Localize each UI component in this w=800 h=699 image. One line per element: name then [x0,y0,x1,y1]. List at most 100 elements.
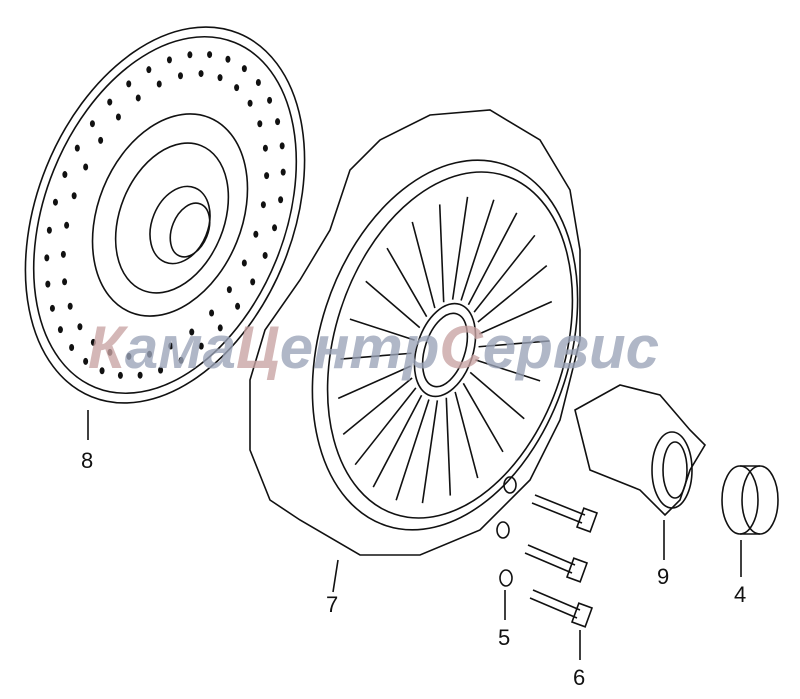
rivet-hole [187,51,193,59]
spring-finger [460,199,495,301]
rivet-hole [137,371,143,379]
rivet-hole [83,357,89,365]
rivet-hole [250,278,256,286]
spring-finger [386,247,428,318]
rivet-hole [107,98,113,106]
washers [496,476,517,587]
rivet-hole [67,302,73,310]
spring-finger [365,280,421,329]
diaphragm-spring-fingers [337,196,553,504]
rivet-hole [253,230,259,238]
rivet-hole [135,94,141,102]
rivet-hole [241,259,247,267]
callout-5: 5 [498,625,510,650]
rivet-hole [107,348,113,356]
rivet-hole [57,326,63,334]
rivet-hole [241,65,247,73]
rivet-hole [198,70,204,78]
rivet-hole [264,172,270,180]
rivet-hole [115,113,121,121]
rivet-hole [217,74,223,82]
rivet-hole [89,120,95,128]
spring-finger [372,394,423,488]
rivet-hole [62,278,68,286]
rivet-hole [126,352,132,360]
spring-finger [473,234,536,313]
spring-finger [451,196,469,300]
spring-finger [342,377,413,436]
rivet-hole [158,366,164,374]
rivet-hole [207,51,213,59]
rivet-hole [189,328,195,336]
rivet-hole [217,324,223,332]
rivet-hole [62,171,68,179]
rivet-hole [99,367,105,375]
rivet-hole [44,254,50,262]
rivet-hole [64,221,70,229]
rivet-hole [262,251,268,259]
rivet-hole [226,286,232,294]
rivet-hole [177,72,183,80]
rivet-hole [279,142,285,150]
watermark: КамаЦентрСервис [88,314,659,381]
rivet-hole [278,196,284,204]
rivet-hole [60,250,66,258]
pressure-plate [249,109,581,556]
spring-finger [421,400,439,504]
rivet-hole [166,56,172,64]
spring-finger [438,204,445,303]
rivet-hole [71,192,77,200]
callout-6: 6 [573,665,585,690]
callout-9: 9 [657,564,669,589]
rivet-hole [49,304,55,312]
callout-4: 4 [734,582,746,607]
spring-finger [477,264,548,323]
clutch-disc [24,26,306,404]
rivet-hole [52,198,58,206]
rivet-hole [280,168,286,176]
rivet-hole [156,80,162,88]
rivet-hole [198,342,204,350]
bolts [524,494,599,628]
release-bearing [574,384,707,517]
spring-finger [340,352,412,360]
spring-finger [337,365,411,400]
rivet-hole [235,302,241,310]
leader-lines [87,410,742,660]
rivet-hole [260,201,266,209]
spring-finger [395,399,430,501]
callout-8: 8 [81,448,93,473]
rivet-hole [234,84,240,92]
rivet-hole [83,163,89,171]
spring-finger [475,359,541,382]
rivet-hole [74,144,80,152]
rivet-hole [267,96,273,104]
spring-finger [445,397,452,496]
ring [721,465,779,535]
rivet-hole [255,78,261,86]
rivet-hole [262,144,268,152]
spring-finger [479,300,553,335]
rivet-hole [247,99,253,107]
rivet-hole [257,120,263,128]
rivet-hole [146,66,152,74]
spring-finger [349,318,415,341]
rivet-hole [272,224,278,232]
spring-finger [467,212,518,306]
spring-finger [469,371,525,420]
rivet-hole [275,118,281,126]
rivet-hole [90,338,96,346]
rivet-hole [45,280,51,288]
disc-rivet-holes [44,51,286,379]
rivet-hole [209,309,215,317]
rivet-hole [147,350,153,358]
callout-7: 7 [326,592,338,617]
spring-finger [454,391,479,479]
rivet-hole [178,356,184,364]
rivet-hole [117,371,123,379]
rivet-hole [46,226,52,234]
spring-finger [411,221,436,309]
rivet-hole [69,344,75,352]
